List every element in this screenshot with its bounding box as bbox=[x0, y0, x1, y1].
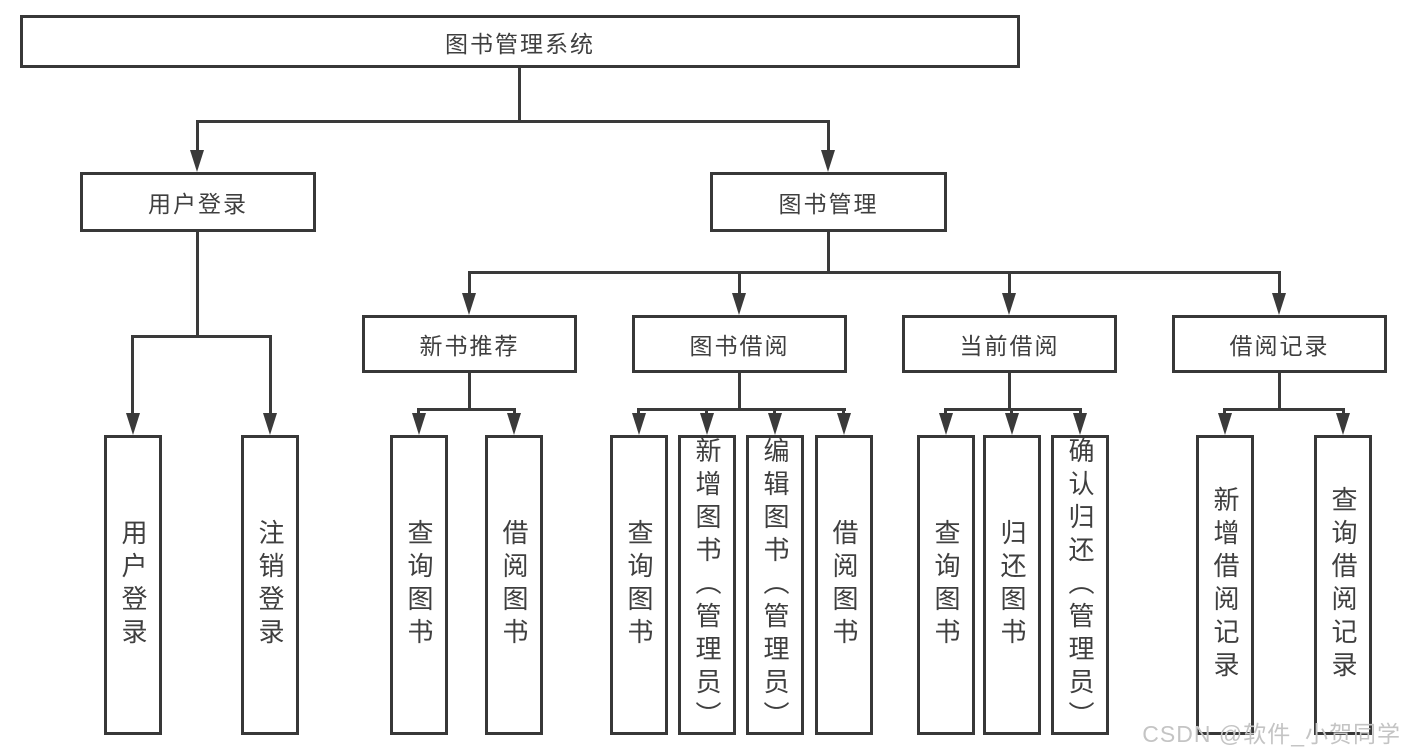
leaf-bb-edit-books-admin-label: 编辑图书（管理员） bbox=[760, 436, 790, 734]
node-user-login: 用户登录 bbox=[80, 172, 316, 232]
leaf-cb-query-books: 查询图书 bbox=[917, 435, 975, 735]
arrow-book-management bbox=[821, 150, 835, 172]
connector-user-login-crossbar bbox=[131, 335, 272, 338]
node-book-borrow-label: 图书借阅 bbox=[689, 333, 790, 359]
arrow-br-query bbox=[1336, 413, 1350, 435]
connector-drop-logout-leaf bbox=[269, 335, 272, 415]
leaf-bb-add-books-admin: 新增图书（管理员） bbox=[678, 435, 736, 735]
arrow-bb-query bbox=[632, 413, 646, 435]
arrow-nb-query bbox=[412, 413, 426, 435]
leaf-cb-confirm-return-admin: 确认归还（管理员） bbox=[1051, 435, 1109, 735]
arrow-bb-add bbox=[700, 413, 714, 435]
node-borrow-records: 借阅记录 bbox=[1172, 315, 1387, 373]
connector-drop-nb-query bbox=[417, 408, 420, 417]
connector-drop-bb-borrow bbox=[842, 408, 845, 417]
connector-drop-nb-borrow bbox=[513, 408, 516, 417]
connector-book-borrow-stem bbox=[738, 373, 741, 410]
leaf-br-query-record-label: 查询借阅记录 bbox=[1328, 486, 1358, 684]
arrow-login-leaf bbox=[126, 413, 140, 435]
arrow-cb-query bbox=[939, 413, 953, 435]
leaf-bb-add-books-admin-label: 新增图书（管理员） bbox=[692, 436, 722, 734]
arrow-logout-leaf bbox=[263, 413, 277, 435]
connector-current-borrow-crossbar bbox=[944, 408, 1082, 411]
leaf-user-login-label: 用户登录 bbox=[118, 519, 148, 651]
leaf-cb-confirm-return-admin-label: 确认归还（管理员） bbox=[1065, 436, 1095, 734]
arrow-new-book bbox=[462, 293, 476, 315]
connector-user-login-stem bbox=[196, 232, 199, 335]
leaf-bb-borrow-books-label: 借阅图书 bbox=[829, 519, 859, 651]
arrow-nb-borrow bbox=[507, 413, 521, 435]
connector-borrow-records-crossbar bbox=[1223, 408, 1345, 411]
connector-book-borrow-crossbar bbox=[637, 408, 846, 411]
leaf-nb-borrow-books-label: 借阅图书 bbox=[499, 519, 529, 651]
csdn-watermark: CSDN @软件_小贺同学 bbox=[1142, 721, 1401, 747]
leaf-cb-return-books-label: 归还图书 bbox=[997, 519, 1027, 651]
arrow-book-borrow bbox=[732, 293, 746, 315]
arrow-bb-borrow bbox=[837, 413, 851, 435]
node-new-book-recommend-label: 新书推荐 bbox=[419, 333, 520, 359]
node-root-library-system: 图书管理系统 bbox=[20, 15, 1020, 68]
arrow-cb-confirm bbox=[1073, 413, 1087, 435]
connector-drop-cb-query bbox=[944, 408, 947, 417]
connector-book-management-stem bbox=[827, 232, 830, 271]
connector-drop-new-book bbox=[468, 271, 471, 295]
connector-drop-bb-edit bbox=[773, 408, 776, 417]
leaf-bb-borrow-books: 借阅图书 bbox=[815, 435, 873, 735]
arrow-user-login bbox=[190, 150, 204, 172]
connector-drop-br-add bbox=[1223, 408, 1226, 417]
leaf-bb-query-books: 查询图书 bbox=[610, 435, 668, 735]
connector-new-book-stem bbox=[468, 373, 471, 410]
connector-drop-cb-confirm bbox=[1079, 408, 1082, 417]
connector-root-stem bbox=[518, 68, 521, 120]
connector-drop-book-management bbox=[827, 120, 830, 154]
arrow-current-borrow bbox=[1002, 293, 1016, 315]
leaf-logout: 注销登录 bbox=[241, 435, 299, 735]
connector-borrow-records-stem bbox=[1278, 373, 1281, 410]
leaf-cb-return-books: 归还图书 bbox=[983, 435, 1041, 735]
arrow-br-add bbox=[1218, 413, 1232, 435]
connector-current-borrow-stem bbox=[1008, 373, 1011, 410]
leaf-cb-query-books-label: 查询图书 bbox=[931, 519, 961, 651]
connector-drop-bb-add bbox=[705, 408, 708, 417]
leaf-user-login: 用户登录 bbox=[104, 435, 162, 735]
arrow-borrow-records bbox=[1272, 293, 1286, 315]
connector-new-book-crossbar bbox=[417, 408, 516, 411]
leaf-bb-query-books-label: 查询图书 bbox=[624, 519, 654, 651]
node-book-borrow: 图书借阅 bbox=[632, 315, 847, 373]
leaf-br-add-record: 新增借阅记录 bbox=[1196, 435, 1254, 735]
connector-drop-current-borrow bbox=[1008, 271, 1011, 295]
node-new-book-recommend: 新书推荐 bbox=[362, 315, 577, 373]
connector-drop-book-borrow bbox=[738, 271, 741, 295]
node-user-login-label: 用户登录 bbox=[148, 191, 248, 217]
node-borrow-records-label: 借阅记录 bbox=[1229, 333, 1330, 359]
arrow-bb-edit bbox=[768, 413, 782, 435]
leaf-br-add-record-label: 新增借阅记录 bbox=[1210, 486, 1240, 684]
leaf-nb-query-books-label: 查询图书 bbox=[404, 519, 434, 651]
connector-root-crossbar bbox=[196, 120, 830, 123]
node-current-borrow: 当前借阅 bbox=[902, 315, 1117, 373]
node-current-borrow-label: 当前借阅 bbox=[959, 333, 1060, 359]
leaf-bb-edit-books-admin: 编辑图书（管理员） bbox=[746, 435, 804, 735]
node-book-management: 图书管理 bbox=[710, 172, 947, 232]
connector-drop-bb-query bbox=[637, 408, 640, 417]
leaf-br-query-record: 查询借阅记录 bbox=[1314, 435, 1372, 735]
node-book-management-label: 图书管理 bbox=[778, 191, 879, 217]
connector-drop-login-leaf bbox=[131, 335, 134, 415]
arrow-cb-return bbox=[1005, 413, 1019, 435]
leaf-nb-query-books: 查询图书 bbox=[390, 435, 448, 735]
node-root-label: 图书管理系统 bbox=[445, 30, 595, 57]
connector-drop-user-login bbox=[196, 120, 199, 154]
leaf-nb-borrow-books: 借阅图书 bbox=[485, 435, 543, 735]
connector-drop-borrow-records bbox=[1278, 271, 1281, 295]
connector-drop-cb-return bbox=[1010, 408, 1013, 417]
leaf-logout-label: 注销登录 bbox=[255, 519, 285, 651]
connector-drop-br-query bbox=[1342, 408, 1345, 417]
connector-level3-crossbar bbox=[468, 271, 1281, 274]
